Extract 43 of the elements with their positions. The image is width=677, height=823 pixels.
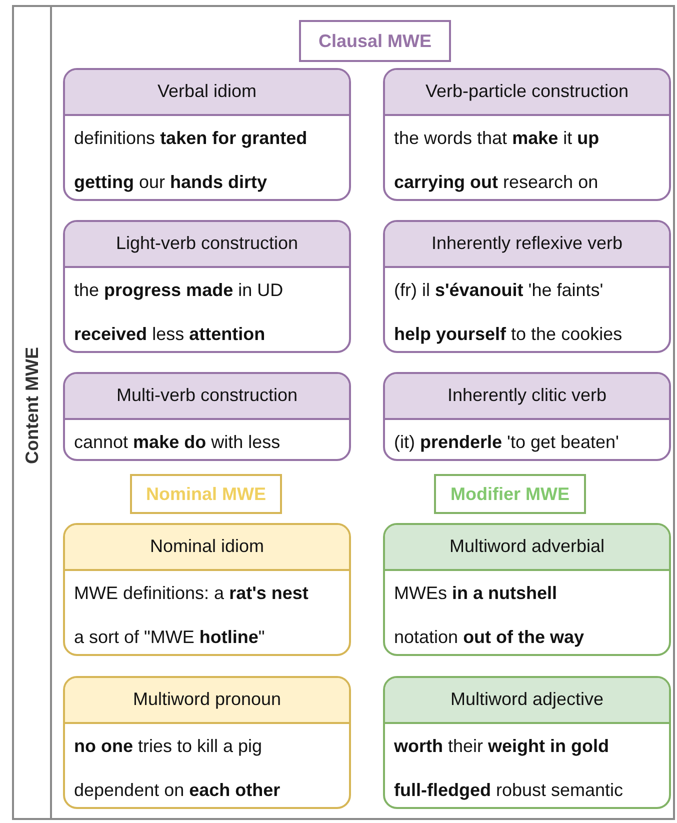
card-title: Inherently clitic verb [385,374,669,420]
example-text: dependent on each other [73,779,282,802]
card-title: Multiword adverbial [385,525,669,571]
category-card [63,68,351,201]
example-text: MWEs in a nutshell [393,582,558,605]
card-title: Multiword adjective [385,678,669,724]
category-card [383,372,671,461]
category-card [63,372,351,461]
category-card [63,523,351,656]
card-title: Multiword pronoun [65,678,349,724]
example-text: definitions taken for granted [73,127,308,150]
example-text: worth their weight in gold [393,735,610,758]
card-title: Inherently reflexive verb [385,222,669,268]
category-card [63,676,351,809]
card-title: Verbal idiom [65,70,349,116]
category-card [63,220,351,353]
example-text: the words that make it up [393,127,600,150]
example-text: notation out of the way [393,626,586,649]
example-text: full-fledged robust semantic [393,779,624,802]
card-title: Multi-verb construction [65,374,349,420]
example-text: MWE definitions: a rat's nest [73,582,310,605]
group-title: Content MWE [22,347,43,464]
example-text: cannot make do with less [73,431,282,454]
card-title: Light-verb construction [65,222,349,268]
group-panel [12,5,675,820]
category-label: Clausal MWE [299,20,451,62]
example-text: (it) prenderle 'to get beaten' [393,431,620,454]
example-text: no one tries to kill a pig [73,735,264,758]
category-card [383,220,671,353]
example-text: a sort of "MWE hotline" [73,626,266,649]
category-label: Modifier MWE [434,474,586,514]
card-title: Verb-particle construction [385,70,669,116]
category-label: Nominal MWE [130,474,282,514]
example-text: carrying out research on [393,171,600,194]
category-card [383,676,671,809]
category-card [383,523,671,656]
example-text: received less attention [73,323,266,346]
example-text: getting our hands dirty [73,171,268,194]
example-text: the progress made in UD [73,279,284,302]
example-text: (fr) il s'évanouit 'he faints' [393,279,604,302]
category-card [383,68,671,201]
card-title: Nominal idiom [65,525,349,571]
example-text: help yourself to the cookies [393,323,624,346]
